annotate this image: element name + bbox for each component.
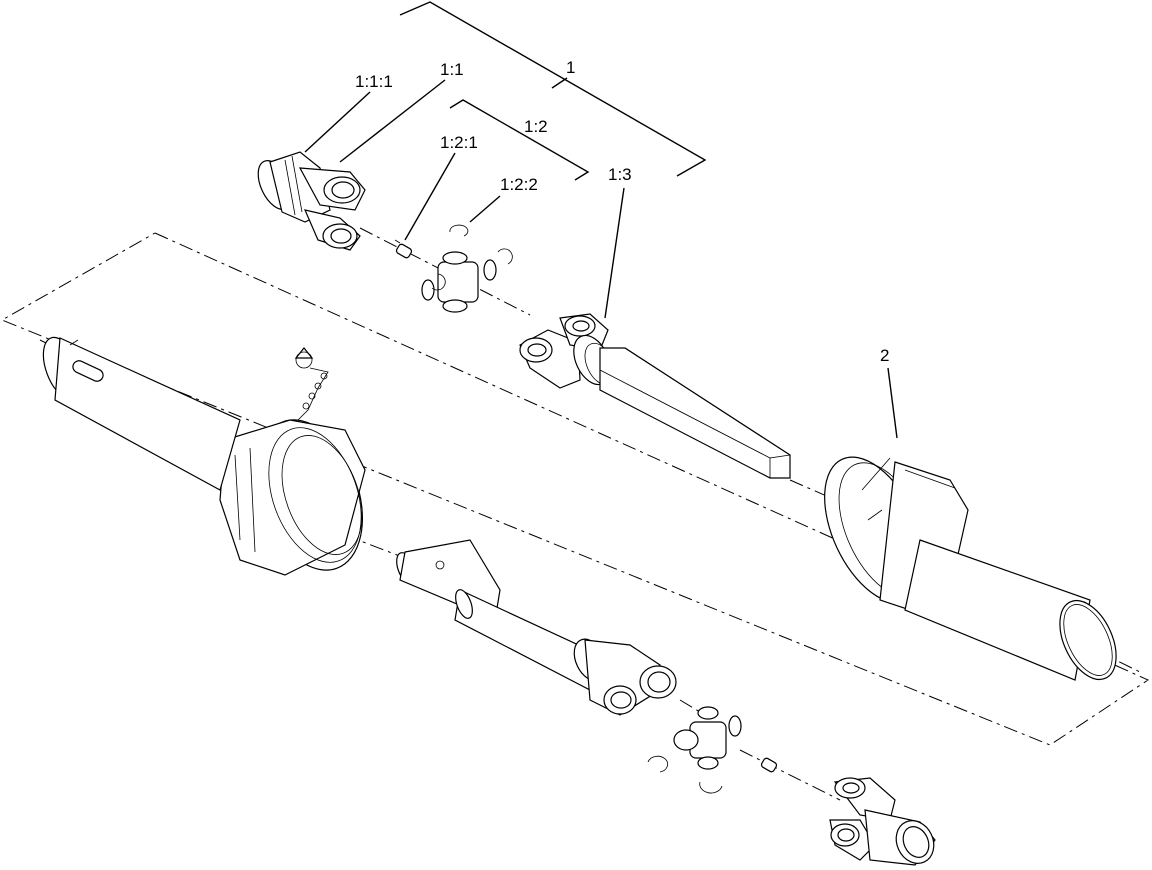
grease-nipple-1-2-1: [394, 239, 413, 259]
callout-1-2-1: 1:2:1: [440, 133, 478, 152]
cross-journal-1-2: [421, 251, 497, 313]
bracket-assembly-1-2: [449, 99, 590, 181]
callout-1: 1: [566, 58, 575, 77]
guard-envelope-dashed-outline: [0, 232, 1150, 746]
callout-1-1: 1:1: [440, 60, 464, 79]
lower-grease-nipple: [760, 757, 778, 773]
lower-tube: [396, 539, 601, 691]
safety-chain: [294, 347, 329, 421]
callout-1-2: 1:2: [524, 117, 548, 136]
lower-cross-journal: [673, 706, 742, 770]
bracket-assembly-1: [399, 1, 707, 177]
lower-yoke: [573, 638, 677, 716]
callout-2: 2: [880, 346, 889, 365]
guard-tube-part-2: [824, 456, 1117, 681]
lower-circlips: [647, 755, 723, 794]
callout-1-2-2: 1:2:2: [500, 175, 538, 194]
yoke-with-tube-1-3: [519, 313, 791, 479]
bottom-end-yoke: [829, 777, 936, 866]
circlips-1-2-2: [431, 224, 513, 291]
callout-1-3: 1:3: [608, 165, 632, 184]
guard-cone-left: [219, 419, 366, 576]
guard-inner-tube-left: [42, 336, 241, 491]
yoke-part-1-1: [257, 151, 366, 251]
callout-1-1-1: 1:1:1: [355, 72, 393, 91]
leader-lines: [304, 79, 898, 439]
